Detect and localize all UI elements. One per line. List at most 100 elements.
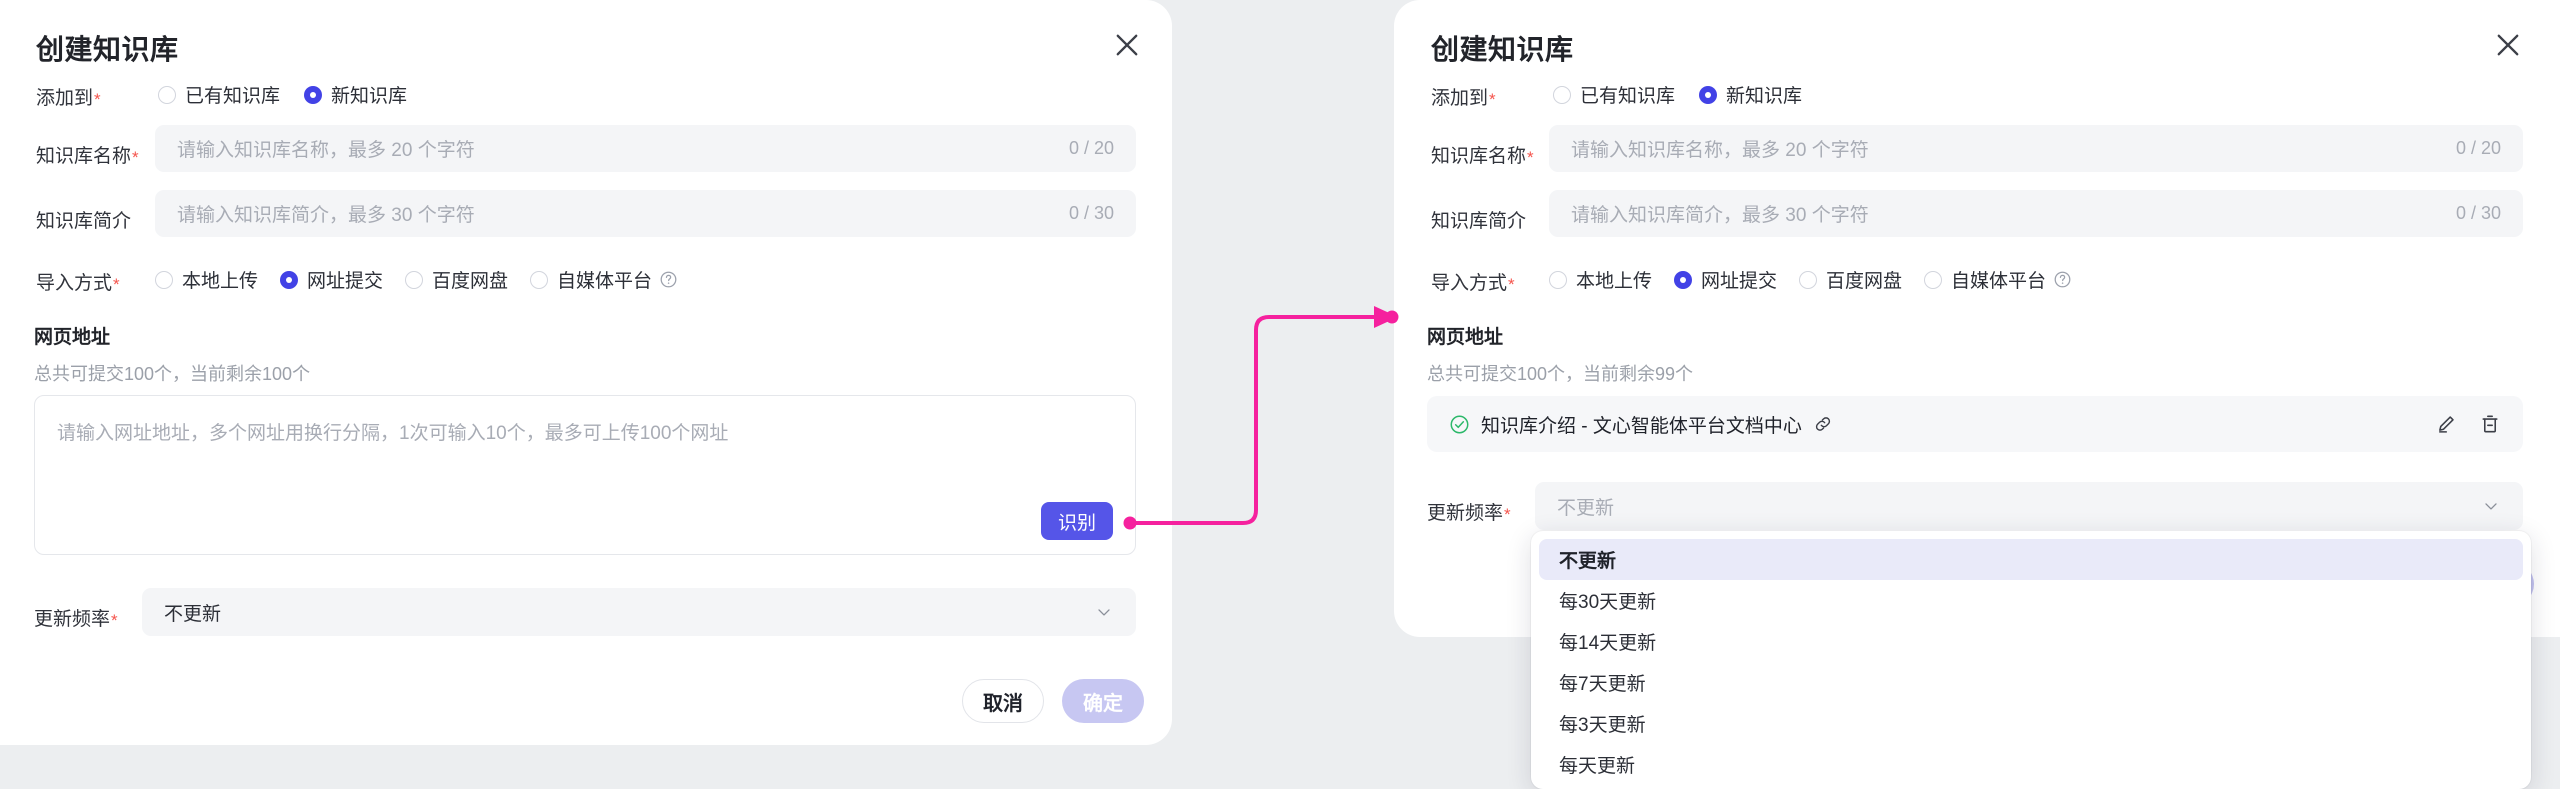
kb-desc-input[interactable]: 请输入知识库简介，最多 30 个字符 0 / 30 bbox=[155, 190, 1136, 237]
cancel-button[interactable]: 取消 bbox=[962, 679, 1044, 723]
field-label-kb-desc: 知识库简介 bbox=[1431, 206, 1526, 233]
radio-url-submit[interactable]: 网址提交 bbox=[1674, 266, 1777, 293]
radio-label: 本地上传 bbox=[182, 271, 259, 292]
radio-dot-icon bbox=[1924, 270, 1943, 289]
web-url-quota-hint: 总共可提交100个，当前剩余99个 bbox=[1427, 364, 1694, 384]
dropdown-option-every-14-days[interactable]: 每14天更新 bbox=[1559, 633, 1657, 654]
dialog-title: 创建知识库 bbox=[1431, 34, 1574, 65]
dropdown-option-every-7-days[interactable]: 每7天更新 bbox=[1559, 674, 1646, 695]
radio-label: 百度网盘 bbox=[432, 271, 509, 292]
required-star: * bbox=[132, 148, 139, 167]
radio-label: 新知识库 bbox=[331, 86, 408, 107]
radio-baidu-netdisk[interactable]: 百度网盘 bbox=[405, 266, 508, 293]
kb-name-placeholder: 请输入知识库名称，最多 20 个字符 bbox=[177, 140, 475, 161]
web-url-textarea[interactable]: 请输入网址地址，多个网址用换行分隔，1次可输入10个，最多可上传100个网址 bbox=[34, 395, 1136, 555]
radio-dot-icon bbox=[530, 270, 549, 289]
update-freq-dropdown[interactable]: 不更新 每30天更新 每14天更新 每7天更新 每3天更新 每天更新 bbox=[1531, 531, 2531, 789]
update-freq-label-text: 更新频率 bbox=[34, 609, 111, 630]
radio-url-submit[interactable]: 网址提交 bbox=[280, 266, 383, 293]
update-freq-value: 不更新 bbox=[1557, 497, 1615, 519]
required-star: * bbox=[1489, 90, 1496, 109]
kb-name-counter: 0 / 20 bbox=[1068, 138, 1114, 158]
close-icon[interactable] bbox=[1110, 28, 1144, 62]
dropdown-option-every-day[interactable]: 每天更新 bbox=[1559, 756, 1636, 777]
dropdown-option-every-3-days[interactable]: 每3天更新 bbox=[1559, 715, 1646, 736]
radio-baidu-netdisk[interactable]: 百度网盘 bbox=[1799, 266, 1902, 293]
close-icon[interactable] bbox=[2491, 28, 2525, 62]
chevron-down-icon bbox=[1094, 602, 1114, 622]
update-freq-value: 不更新 bbox=[164, 603, 222, 625]
kb-desc-placeholder: 请输入知识库简介，最多 30 个字符 bbox=[177, 205, 475, 226]
web-url-quota-hint: 总共可提交100个，当前剩余100个 bbox=[34, 364, 311, 384]
required-star: * bbox=[1508, 275, 1515, 294]
question-circle-icon[interactable] bbox=[2053, 270, 2072, 289]
kb-name-label-text: 知识库名称 bbox=[36, 146, 132, 167]
dropdown-option-every-30-days[interactable]: 每30天更新 bbox=[1559, 592, 1657, 613]
import-method-label-text: 导入方式 bbox=[1431, 273, 1508, 294]
radio-dot-icon bbox=[1699, 85, 1718, 104]
recognize-button[interactable]: 识别 bbox=[1041, 502, 1113, 540]
dropdown-option-no-update[interactable]: 不更新 bbox=[1539, 539, 2523, 580]
radio-label: 已有知识库 bbox=[1580, 86, 1676, 107]
kb-name-label-text: 知识库名称 bbox=[1431, 146, 1527, 167]
add-to-radio-group[interactable]: 已有知识库 新知识库 bbox=[1553, 81, 1802, 108]
field-label-add-to: 添加到* bbox=[1431, 83, 1496, 110]
radio-label: 本地上传 bbox=[1576, 271, 1653, 292]
radio-dot-icon bbox=[1799, 270, 1818, 289]
create-knowledge-base-dialog-right: 创建知识库 添加到* 已有知识库 新知识库 知识库名称* 请输入知识库名称，最多… bbox=[1394, 0, 2560, 637]
create-knowledge-base-dialog-left: 创建知识库 添加到* 已有知识库 新知识库 知识库名称* 请输入知识库名称，最多… bbox=[0, 0, 1172, 745]
radio-label: 自媒体平台 bbox=[557, 271, 653, 292]
field-label-update-freq: 更新频率* bbox=[1427, 498, 1511, 525]
radio-label: 已有知识库 bbox=[185, 86, 281, 107]
radio-self-media-platform[interactable]: 自媒体平台 bbox=[1924, 266, 2072, 293]
import-method-label-text: 导入方式 bbox=[36, 273, 113, 294]
kb-name-input[interactable]: 请输入知识库名称，最多 20 个字符 0 / 20 bbox=[155, 125, 1136, 172]
radio-new-kb[interactable]: 新知识库 bbox=[1699, 81, 1802, 108]
radio-local-upload[interactable]: 本地上传 bbox=[155, 266, 258, 293]
kb-desc-label-text: 知识库简介 bbox=[1431, 211, 1527, 232]
kb-desc-counter: 0 / 30 bbox=[1068, 203, 1114, 223]
radio-self-media-platform[interactable]: 自媒体平台 bbox=[530, 266, 678, 293]
update-freq-select[interactable]: 不更新 bbox=[142, 588, 1136, 636]
radio-dot-icon bbox=[1553, 85, 1571, 104]
check-circle-icon bbox=[1449, 414, 1470, 435]
radio-dot-icon bbox=[405, 270, 424, 289]
field-label-kb-name: 知识库名称* bbox=[1431, 141, 1534, 168]
radio-existing-kb[interactable]: 已有知识库 bbox=[158, 81, 280, 108]
add-to-radio-group[interactable]: 已有知识库 新知识库 bbox=[158, 81, 407, 108]
import-method-radio-group[interactable]: 本地上传 网址提交 百度网盘 自媒体平台 bbox=[1549, 266, 2072, 293]
confirm-button[interactable]: 确定 bbox=[1062, 679, 1144, 723]
url-list-item[interactable]: 知识库介绍 - 文心智能体平台文档中心 bbox=[1427, 396, 2523, 452]
edit-pencil-icon[interactable] bbox=[2435, 413, 2457, 435]
radio-local-upload[interactable]: 本地上传 bbox=[1549, 266, 1652, 293]
kb-name-placeholder: 请输入知识库名称，最多 20 个字符 bbox=[1571, 140, 1869, 161]
kb-desc-label-text: 知识库简介 bbox=[36, 211, 132, 232]
add-to-label-text: 添加到 bbox=[36, 88, 94, 109]
field-label-update-freq: 更新频率* bbox=[34, 604, 118, 631]
web-url-textarea-placeholder: 请输入网址地址，多个网址用换行分隔，1次可输入10个，最多可上传100个网址 bbox=[57, 423, 729, 444]
radio-label: 网址提交 bbox=[307, 271, 384, 292]
kb-desc-counter: 0 / 30 bbox=[2455, 203, 2501, 223]
required-star: * bbox=[111, 611, 118, 630]
radio-label: 自媒体平台 bbox=[1951, 271, 2047, 292]
field-label-kb-desc: 知识库简介 bbox=[36, 206, 131, 233]
update-freq-select[interactable]: 不更新 bbox=[1535, 482, 2523, 530]
trash-icon[interactable] bbox=[2479, 413, 2501, 435]
radio-label: 百度网盘 bbox=[1826, 271, 1903, 292]
radio-dot-icon bbox=[304, 85, 323, 104]
kb-name-input[interactable]: 请输入知识库名称，最多 20 个字符 0 / 20 bbox=[1549, 125, 2523, 172]
question-circle-icon[interactable] bbox=[659, 270, 678, 289]
dialog-title: 创建知识库 bbox=[36, 34, 179, 65]
import-method-radio-group[interactable]: 本地上传 网址提交 百度网盘 自媒体平台 bbox=[155, 266, 678, 293]
radio-dot-icon bbox=[155, 270, 173, 289]
required-star: * bbox=[1527, 148, 1534, 167]
kb-desc-input[interactable]: 请输入知识库简介，最多 30 个字符 0 / 30 bbox=[1549, 190, 2523, 237]
radio-new-kb[interactable]: 新知识库 bbox=[304, 81, 407, 108]
required-star: * bbox=[1504, 505, 1511, 524]
required-star: * bbox=[94, 90, 101, 109]
field-label-import-method: 导入方式* bbox=[1431, 268, 1515, 295]
radio-dot-icon bbox=[280, 270, 299, 289]
link-icon[interactable] bbox=[1813, 414, 1833, 434]
radio-existing-kb[interactable]: 已有知识库 bbox=[1553, 81, 1675, 108]
radio-dot-icon bbox=[1674, 270, 1693, 289]
